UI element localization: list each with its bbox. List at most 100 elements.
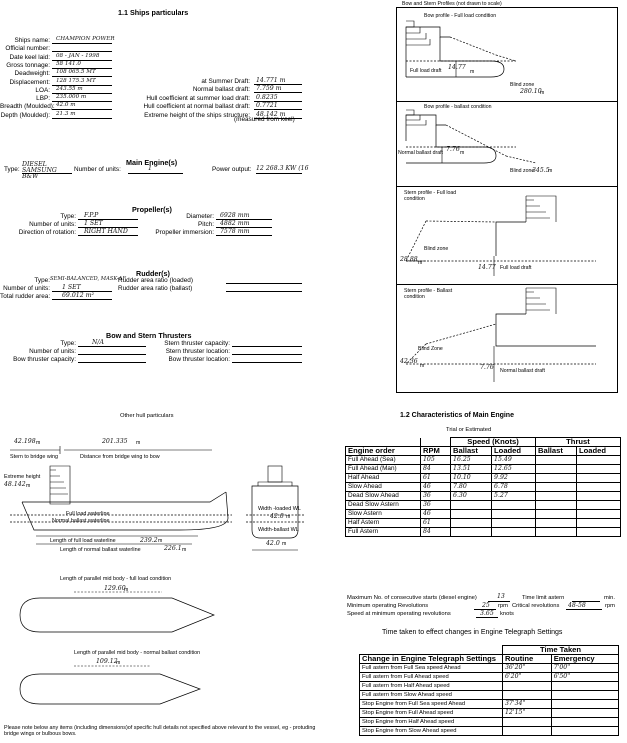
wing-to-bow: Distance from bridge wing to bow [80,454,160,460]
bow-full-svg [405,20,517,78]
width-ballast: Width-ballast WL [258,527,299,533]
propeller-title: Propeller(s) [132,205,172,214]
rudder-title: Rudder(s) [136,269,170,278]
stern-full-svg [405,195,596,276]
table-cell: 9.92 [491,473,536,483]
pmb-ballast: Length of parallel mid body - normal bal… [74,650,201,656]
ships-field-label: Ships name: [14,37,50,44]
table-row: Stop Engine from Half Ahead speed [359,717,620,727]
len-full-val: 239.2 [140,537,158,544]
engine-power-label: Power output: [212,166,252,173]
p2-blind: Blind zone [510,168,535,174]
engine-units-label: Number of units: [74,166,121,173]
table-cell: 36 [419,500,452,510]
ships-right-value: 48.142 m [256,110,286,118]
ships-field-value: CHAMPION POWER [56,36,115,42]
telegraph-table: Time Taken Change in Engine Telegraph Se… [359,645,620,736]
table-cell [491,509,536,519]
rudder-units-label: Number of units: [3,285,50,292]
len-ballast-val: 226.1 [164,545,182,552]
table-cell: 84 [419,527,452,537]
len-ballast: Length of normal ballast waterline [60,547,141,553]
table-cell: 61 [419,473,452,483]
bow-ballast-svg [405,109,537,164]
me-subtitle: Trial or Estimated [446,427,492,433]
table-cell: Dead Slow Ahead [345,491,421,501]
table-cell [534,482,578,492]
p4-label: Stern profile - Ballast condition [404,288,453,300]
table-cell: 10.10 [450,473,493,483]
pmb-full: Length of parallel mid body - full load … [60,576,172,582]
me-header: Loaded [491,446,536,456]
table-cell: Stop Engine from Slow Ahead speed [359,726,503,736]
p2-label: Bow profile - ballast condition [424,104,492,110]
ships-field-value: 235.000 m [56,94,87,101]
table-cell [550,708,620,718]
prop-right-label: Pitch: [198,221,214,228]
thr-right-label: Stern thruster capacity: [164,340,230,347]
table-cell [502,726,552,736]
engine-title: Main Engine(s) [126,158,178,167]
p3-blind: Blind zone [424,246,449,252]
thr-label: Number of units: [29,348,76,355]
time-limit-label: Time limit astern [522,595,565,601]
ships-right-value: 0.7721 [256,102,278,110]
pmb-ballast-svg [19,665,201,705]
ballast-wl: Normal ballast waterline [52,518,110,524]
ships-field-label: LBP: [36,95,50,103]
ships-right-label: Extreme height of the ships structure: [144,111,250,119]
table-row: Stop Engine from Slow Ahead speed [359,726,620,736]
width-loaded-val: 42.0 [270,513,284,520]
p3-label: Stern profile - Full load condition [404,190,457,202]
table-cell [576,491,621,501]
table-cell [550,717,620,727]
me-header: RPM [419,446,452,456]
ships-field-label: Deadweight: [14,70,50,78]
table-cell [576,455,621,465]
ships-field-label: LOA: [35,86,50,94]
table-cell: Full astern from Slow Ahead speed [359,690,503,700]
prop-label: Type: [60,213,76,220]
prop-label: Direction of rotation: [18,229,76,236]
table-cell: 6.30 [450,491,493,501]
table-cell: Full astern from Half Ahead speed [359,681,503,691]
rudder-area-label: Total rudder area: [0,293,51,300]
table-cell: Half Astern [345,518,421,528]
table-cell: 5.27 [491,491,536,501]
table-cell: Full Ahead (Sea) [345,455,421,465]
pmb-full-svg [19,591,215,633]
ships-field-label: Depth (Moulded): [0,111,50,119]
table-cell [450,527,493,537]
p3-blind-val: 28.88 [400,256,418,263]
profiles-frame [396,7,618,393]
prop-label: Number of units: [29,221,76,228]
table-cell [550,699,620,709]
thr-right-label: Stern thruster location: [165,348,230,355]
prop-right-value: 6928 mm [220,212,250,219]
speed-min-label: Speed at minimum operating revolutions [347,611,451,617]
max-starts-val: 13 [497,593,505,600]
hull-note: Please note below any items (including d… [4,725,316,737]
len-full: Length of full load waterline [50,538,116,544]
max-starts-label: Maximum No. of consecutive starts (diese… [347,595,477,601]
table-cell [450,500,493,510]
crit-val: 48-58 [568,602,586,609]
stern-to-wing: Stern to bridge wing [10,454,58,460]
ships-field-value: 243.55 m [56,85,83,92]
engine-type-label: Type: [4,166,20,173]
table-cell: Slow Astern [345,509,421,519]
table-cell [534,518,578,528]
breadth-val: 42.0 [266,540,280,547]
table-cell: Slow Ahead [345,482,421,492]
ships-title: 1.1 Ships particulars [118,8,189,17]
ships-field-value: 42.0 m [56,102,76,109]
table-cell: Half Ahead [345,473,421,483]
extreme-height-val: 48.142 [4,481,26,488]
width-loaded: Width -loaded WL [258,506,301,512]
table-cell: 6.78 [491,482,536,492]
